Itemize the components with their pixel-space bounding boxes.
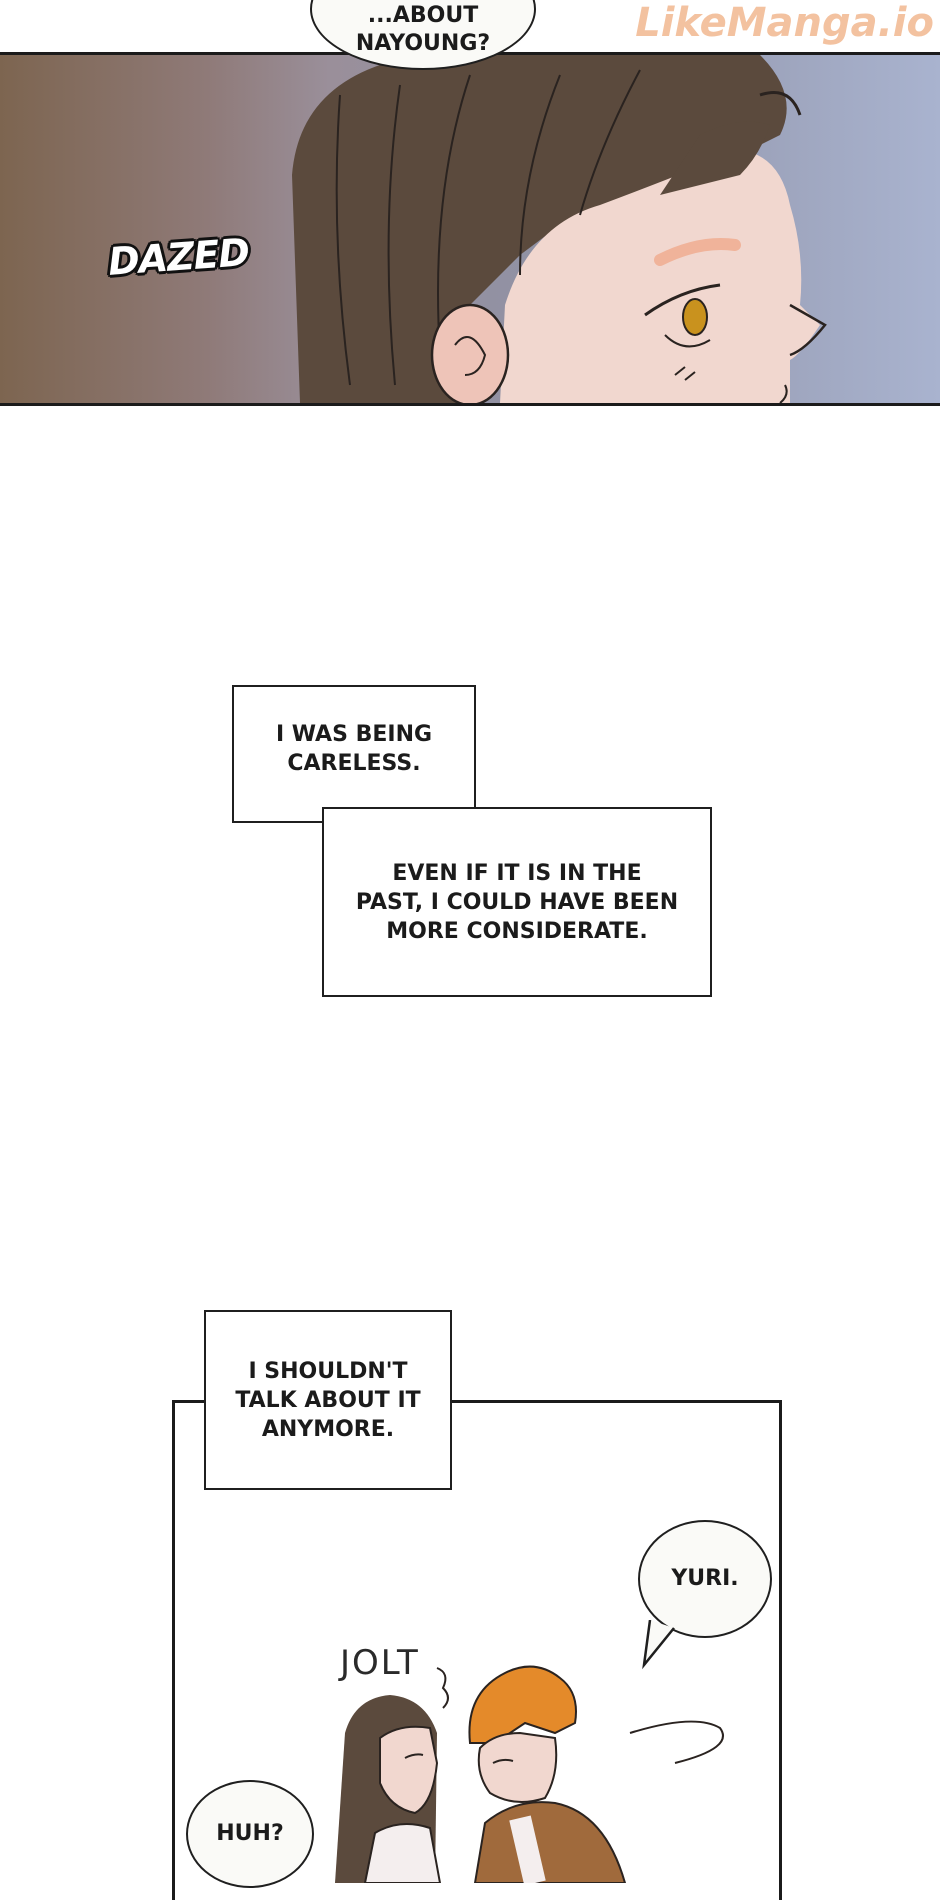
sfx-jolt: JOLT	[340, 1643, 420, 1683]
bubble-line-2: NAYOUNG?	[355, 31, 491, 56]
bubble-huh-text: HUH?	[216, 1821, 284, 1846]
narration-1-line-1: I WAS BEING	[275, 722, 433, 747]
jolt-illustration	[335, 1665, 724, 1883]
bubble-yuri-text: YURI.	[671, 1566, 739, 1591]
narration-3-line-1: I SHOULDN'T	[248, 1358, 408, 1384]
narration-2-line-3: MORE CONSIDERATE.	[386, 918, 648, 944]
narration-box-1: I WAS BEING CARELESS.	[232, 685, 476, 823]
narration-1-line-2: CARELESS.	[287, 751, 421, 776]
speech-bubble-yuri: YURI.	[638, 1520, 772, 1638]
panel-closeup: DAZED	[0, 52, 940, 406]
narration-box-2: EVEN IF IT IS IN THE PAST, I COULD HAVE …	[322, 807, 712, 997]
speech-bubble-huh: HUH?	[186, 1780, 314, 1888]
narration-box-3: I SHOULDN'T TALK ABOUT IT ANYMORE.	[204, 1310, 452, 1490]
watermark-logo: LikeManga.io	[635, 0, 934, 46]
closeup-illustration	[292, 55, 827, 403]
bubble-line-1: ...ABOUT	[367, 3, 479, 28]
narration-3-line-2: TALK ABOUT IT	[235, 1387, 421, 1413]
narration-3-line-3: ANYMORE.	[261, 1416, 395, 1442]
narration-2-line-2: PAST, I COULD HAVE BEEN	[355, 889, 679, 915]
bubble-tail-yuri	[642, 1620, 675, 1670]
narration-2-line-1: EVEN IF IT IS IN THE	[392, 860, 642, 886]
